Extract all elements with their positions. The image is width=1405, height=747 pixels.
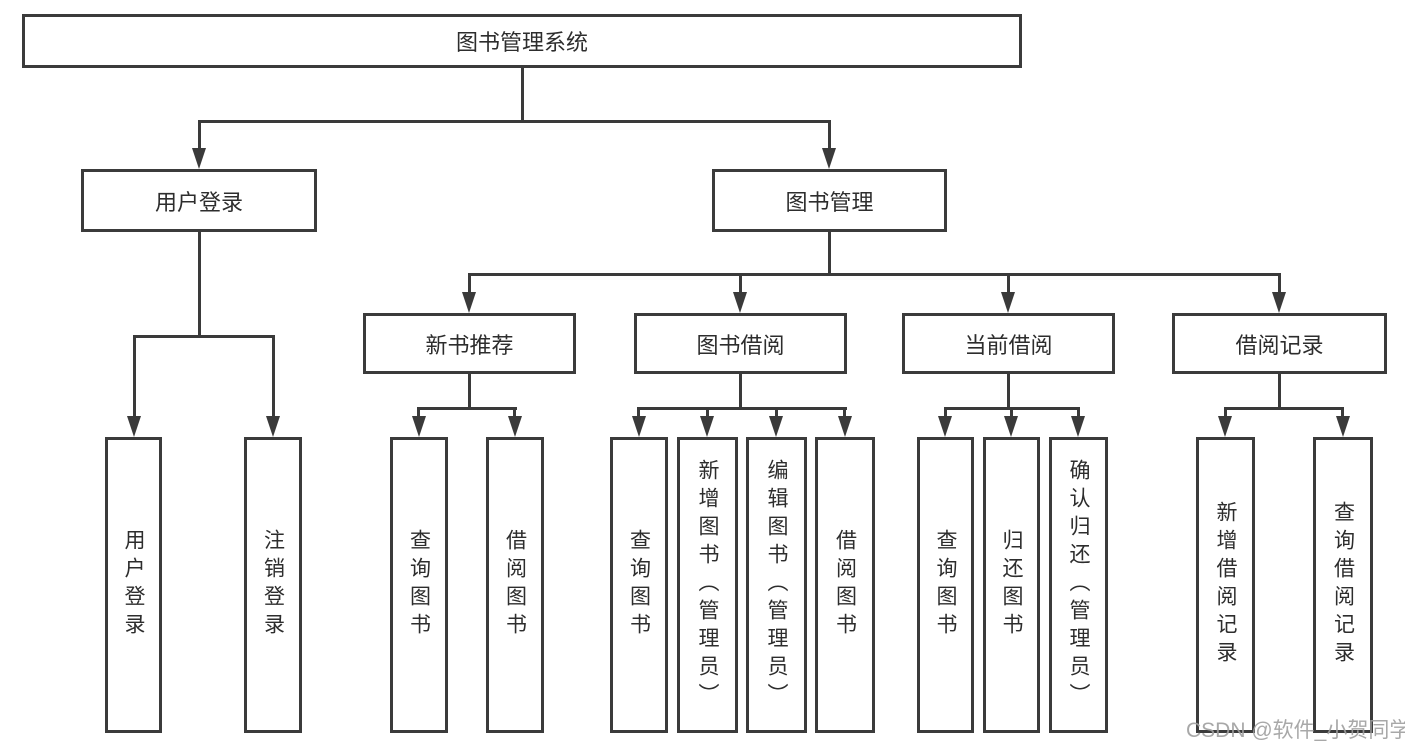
leaf-query-book-recommend: 查询图书 (390, 437, 448, 733)
leaf-borrow-book-label: 借阅图书 (833, 529, 857, 641)
connector-line (468, 273, 1281, 276)
arrow-down-icon (822, 148, 836, 169)
connector-line (133, 335, 136, 418)
connector-line (1007, 273, 1010, 293)
arrow-down-icon (192, 148, 206, 169)
arrow-down-icon (938, 416, 952, 437)
arrow-down-icon (508, 416, 522, 437)
arrow-down-icon (1272, 292, 1286, 313)
connector-line (739, 374, 742, 407)
node-user-login: 用户登录 (81, 169, 317, 232)
connector-line (1278, 374, 1281, 407)
connector-line (198, 120, 201, 150)
leaf-query-book-current: 查询图书 (917, 437, 974, 733)
leaf-logout-label: 注销登录 (261, 529, 285, 641)
connector-line (775, 407, 778, 418)
connector-line (133, 335, 275, 338)
arrow-down-icon (1071, 416, 1085, 437)
connector-line (1278, 273, 1281, 293)
arrow-down-icon (127, 416, 141, 437)
node-book-management: 图书管理 (712, 169, 947, 232)
connector-line (198, 120, 831, 123)
leaf-query-book-borrow-label: 查询图书 (627, 529, 651, 641)
leaf-borrow-book-recommend-label: 借阅图书 (503, 529, 527, 641)
connector-line (513, 407, 516, 418)
arrow-down-icon (412, 416, 426, 437)
connector-line (1007, 374, 1010, 407)
arrow-down-icon (462, 292, 476, 313)
connector-line (828, 120, 831, 150)
leaf-query-borrow-record-label: 查询借阅记录 (1331, 501, 1355, 669)
arrow-down-icon (700, 416, 714, 437)
leaf-return-book: 归还图书 (983, 437, 1040, 733)
arrow-down-icon (632, 416, 646, 437)
arrow-down-icon (1218, 416, 1232, 437)
connector-line (637, 407, 847, 410)
node-new-book-recommend-label: 新书推荐 (425, 332, 514, 358)
arrow-down-icon (1336, 416, 1350, 437)
node-borrow-records: 借阅记录 (1172, 313, 1387, 374)
node-new-book-recommend: 新书推荐 (363, 313, 576, 374)
arrow-down-icon (733, 292, 747, 313)
arrow-down-icon (1001, 292, 1015, 313)
leaf-borrow-book: 借阅图书 (815, 437, 875, 733)
connector-line (1224, 407, 1344, 410)
leaf-query-borrow-record: 查询借阅记录 (1313, 437, 1373, 733)
connector-line (417, 407, 517, 410)
leaf-confirm-return-admin-label: 确认归还（管理员） (1067, 459, 1090, 711)
node-borrow-records-label: 借阅记录 (1235, 332, 1324, 358)
leaf-add-borrow-record-label: 新增借阅记录 (1214, 501, 1237, 669)
leaf-user-login: 用户登录 (105, 437, 162, 733)
arrow-down-icon (266, 416, 280, 437)
node-user-login-label: 用户登录 (154, 189, 243, 215)
leaf-add-book-admin: 新增图书（管理员） (677, 437, 738, 733)
connector-line (198, 232, 201, 335)
leaf-query-book-current-label: 查询图书 (934, 529, 957, 641)
watermark: CSDN @软件_小贺同学 (1186, 719, 1405, 742)
leaf-query-book-borrow: 查询图书 (610, 437, 668, 733)
connector-line (1224, 407, 1227, 418)
leaf-edit-book-admin: 编辑图书（管理员） (746, 437, 807, 733)
node-book-borrow-label: 图书借阅 (696, 332, 785, 358)
arrow-down-icon (838, 416, 852, 437)
connector-line (843, 407, 846, 418)
connector-line (944, 407, 947, 418)
connector-line (739, 273, 742, 293)
leaf-user-login-label: 用户登录 (122, 529, 145, 641)
connector-line (1341, 407, 1344, 418)
leaf-return-book-label: 归还图书 (1000, 529, 1023, 641)
connector-line (468, 374, 471, 407)
arrow-down-icon (769, 416, 783, 437)
connector-line (521, 68, 524, 121)
arrow-down-icon (1004, 416, 1018, 437)
leaf-add-book-admin-label: 新增图书（管理员） (696, 459, 719, 711)
connector-line (417, 407, 420, 418)
connector-line (272, 335, 275, 418)
node-book-borrow: 图书借阅 (634, 313, 847, 374)
connector-line (468, 273, 471, 293)
leaf-add-borrow-record: 新增借阅记录 (1196, 437, 1255, 733)
connector-line (637, 407, 640, 418)
leaf-borrow-book-recommend: 借阅图书 (486, 437, 544, 733)
leaf-confirm-return-admin: 确认归还（管理员） (1049, 437, 1108, 733)
node-current-borrow: 当前借阅 (902, 313, 1115, 374)
node-current-borrow-label: 当前借阅 (964, 332, 1053, 358)
node-root-label: 图书管理系统 (455, 30, 588, 55)
leaf-logout: 注销登录 (244, 437, 302, 733)
leaf-query-book-recommend-label: 查询图书 (407, 529, 431, 641)
connector-line (1077, 407, 1080, 418)
connector-line (706, 407, 709, 418)
leaf-edit-book-admin-label: 编辑图书（管理员） (765, 459, 788, 711)
node-root: 图书管理系统 (22, 14, 1022, 68)
node-book-management-label: 图书管理 (785, 189, 874, 215)
connector-line (1010, 407, 1013, 418)
connector-line (828, 232, 831, 273)
